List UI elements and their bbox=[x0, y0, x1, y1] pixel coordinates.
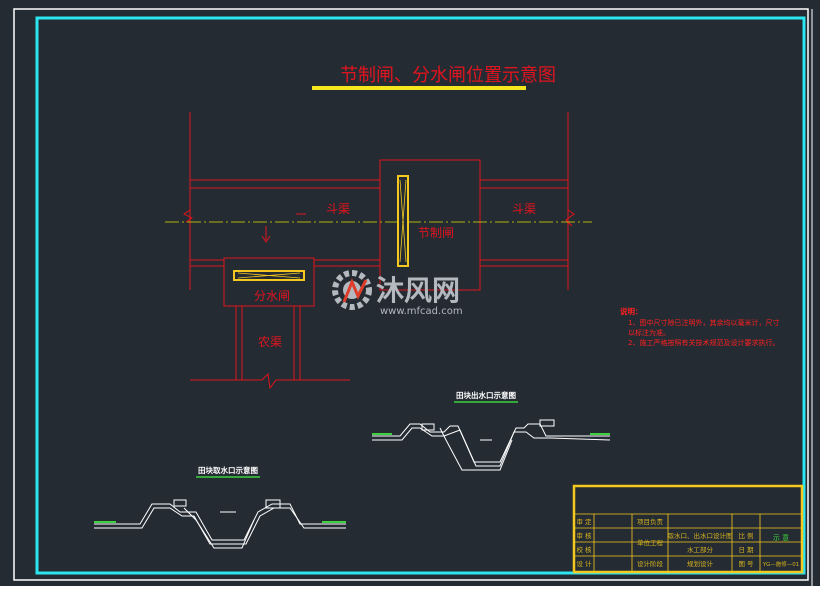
outlet-detail: 田块出水口示意图 bbox=[372, 390, 611, 471]
notes-heading: 说明： bbox=[620, 306, 643, 316]
inlet-detail: 田块取水口示意图 bbox=[94, 465, 346, 549]
tb-row3-col4: 日 期 bbox=[738, 546, 754, 554]
tb-row1-col2: 项目负责 bbox=[637, 517, 664, 526]
label-douqu-right: 斗渠 bbox=[512, 202, 536, 216]
label-fenshuizha: 分水闸 bbox=[254, 289, 290, 303]
canal-plan bbox=[183, 112, 575, 390]
tb-row4-col3: 规划设计 bbox=[687, 559, 714, 568]
notes-line-3: 2、施工严格按照有关技术规范及设计要求执行。 bbox=[628, 338, 779, 347]
jiezhizha-chamber bbox=[379, 159, 481, 291]
tb-row3-col1: 校 核 bbox=[576, 545, 592, 554]
tb-row4-col4: 图 号 bbox=[738, 560, 754, 568]
title-block: 审 定 项目负责 审 核 单位工程 取水口、出水口设计图 比 例 校 核 水工部… bbox=[572, 484, 804, 574]
tb-scale-value: 示 意 bbox=[773, 533, 789, 542]
outlet-detail-title: 田块出水口示意图 bbox=[456, 390, 516, 400]
design-notes: 说明： 1、图中尺寸除已注明外，其余均以毫米计，尺寸 以标注为准。 2、施工严格… bbox=[620, 306, 779, 347]
tb-drawing-number: YG—施修—01 bbox=[762, 560, 800, 568]
tb-row2-col3: 取水口、出水口设计图 bbox=[668, 531, 733, 540]
fenshuizha-gate bbox=[233, 270, 305, 281]
watermark: 沐风网 www.mfcad.com bbox=[332, 270, 463, 317]
notes-line-1: 1、图中尺寸除已注明外，其余均以毫米计，尺寸 bbox=[628, 318, 779, 327]
sheet-inner-border bbox=[35, 16, 806, 575]
break-symbol-right bbox=[565, 209, 575, 227]
tb-row1-col1: 审 定 bbox=[576, 517, 592, 526]
title-underline bbox=[312, 86, 526, 90]
tb-row3-col3: 水工部分 bbox=[687, 545, 714, 554]
watermark-brand: 沐风网 bbox=[376, 274, 460, 307]
sheet-outer-border bbox=[13, 8, 809, 581]
flow-arrow-head bbox=[261, 235, 271, 243]
break-symbol-left bbox=[183, 209, 193, 223]
inlet-detail-title: 田块取水口示意图 bbox=[198, 465, 258, 475]
notes-line-2: 以标注为准。 bbox=[628, 328, 670, 337]
jiezhizha-gate bbox=[397, 175, 409, 267]
tb-row2-col4: 比 例 bbox=[738, 531, 753, 540]
title-block-frame bbox=[572, 484, 804, 574]
tb-row4-col1: 设 计 bbox=[576, 559, 592, 568]
fenshuizha-chamber bbox=[223, 257, 315, 307]
tb-row2-col1: 审 核 bbox=[576, 531, 592, 540]
mfcad-gear-logo-icon bbox=[332, 270, 372, 310]
drawing-title: 节制闸、分水闸位置示意图 bbox=[340, 65, 556, 86]
watermark-url: www.mfcad.com bbox=[380, 306, 463, 317]
label-douqu-left: 斗渠 bbox=[326, 202, 350, 216]
tb-row4-col2: 设计阶段 bbox=[637, 559, 664, 568]
tb-row2-col2: 单位工程 bbox=[637, 538, 664, 547]
label-jiezhizha: 节制闸 bbox=[418, 226, 454, 240]
nongqu-break-symbol bbox=[261, 372, 350, 390]
label-nongqu: 农渠 bbox=[258, 335, 282, 349]
